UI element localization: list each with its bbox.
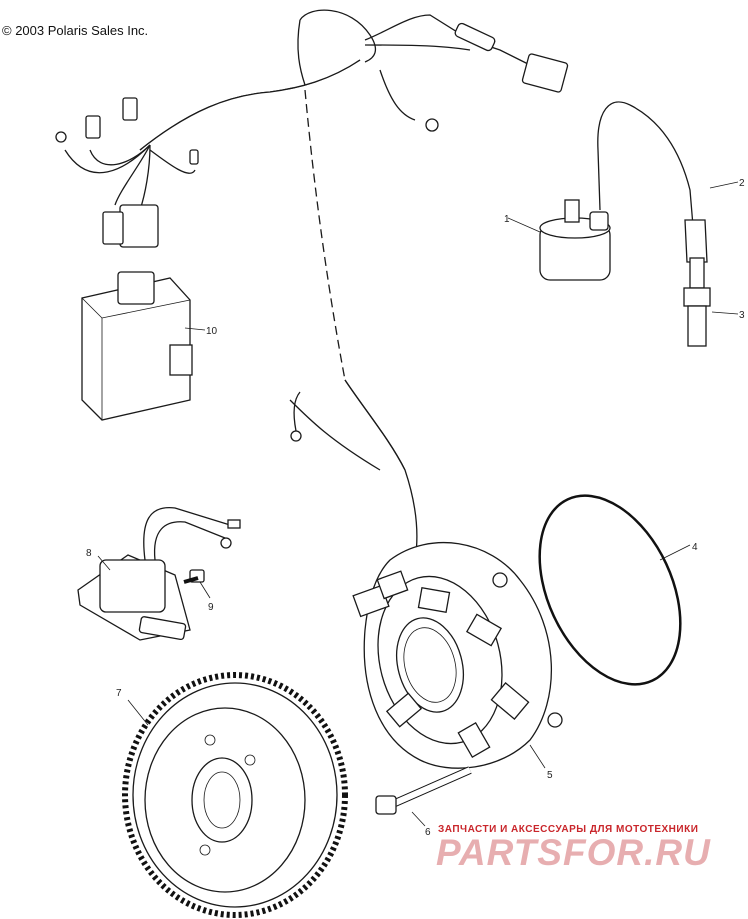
- callout-9: 9: [208, 602, 214, 613]
- cdi-module: [81, 271, 206, 421]
- callout-5: 5: [547, 770, 553, 781]
- stator-bolt: [375, 766, 472, 827]
- wire-harness: [55, 9, 569, 381]
- callout-6: 6: [425, 827, 431, 838]
- watermark-brand: PARTSFOR.RU: [436, 832, 711, 873]
- stator-lead: [289, 379, 418, 561]
- ignition-coil: [507, 101, 696, 281]
- callout-1: 1: [504, 214, 510, 225]
- flywheel: [122, 672, 348, 918]
- spark-plug: [683, 257, 739, 347]
- trigger-coil: [77, 506, 241, 641]
- callout-labels: 1 2 3 4 5 6 7 8 9 10: [86, 178, 745, 838]
- callout-8: 8: [86, 548, 92, 559]
- watermark-tagline: ЗАПЧАСТИ И АКСЕССУАРЫ ДЛЯ МОТОТЕХНИКИ: [438, 824, 699, 835]
- callout-3: 3: [739, 310, 745, 321]
- callout-2: 2: [739, 178, 745, 189]
- o-ring: [538, 494, 691, 686]
- callout-7: 7: [116, 688, 122, 699]
- mounting-screw: [183, 569, 211, 599]
- stator-assembly: [352, 541, 563, 769]
- callout-4: 4: [692, 542, 698, 553]
- callout-10: 10: [206, 326, 218, 337]
- copyright-notice: © 2003 Polaris Sales Inc.: [2, 23, 149, 38]
- spark-plug-cap: [684, 181, 739, 263]
